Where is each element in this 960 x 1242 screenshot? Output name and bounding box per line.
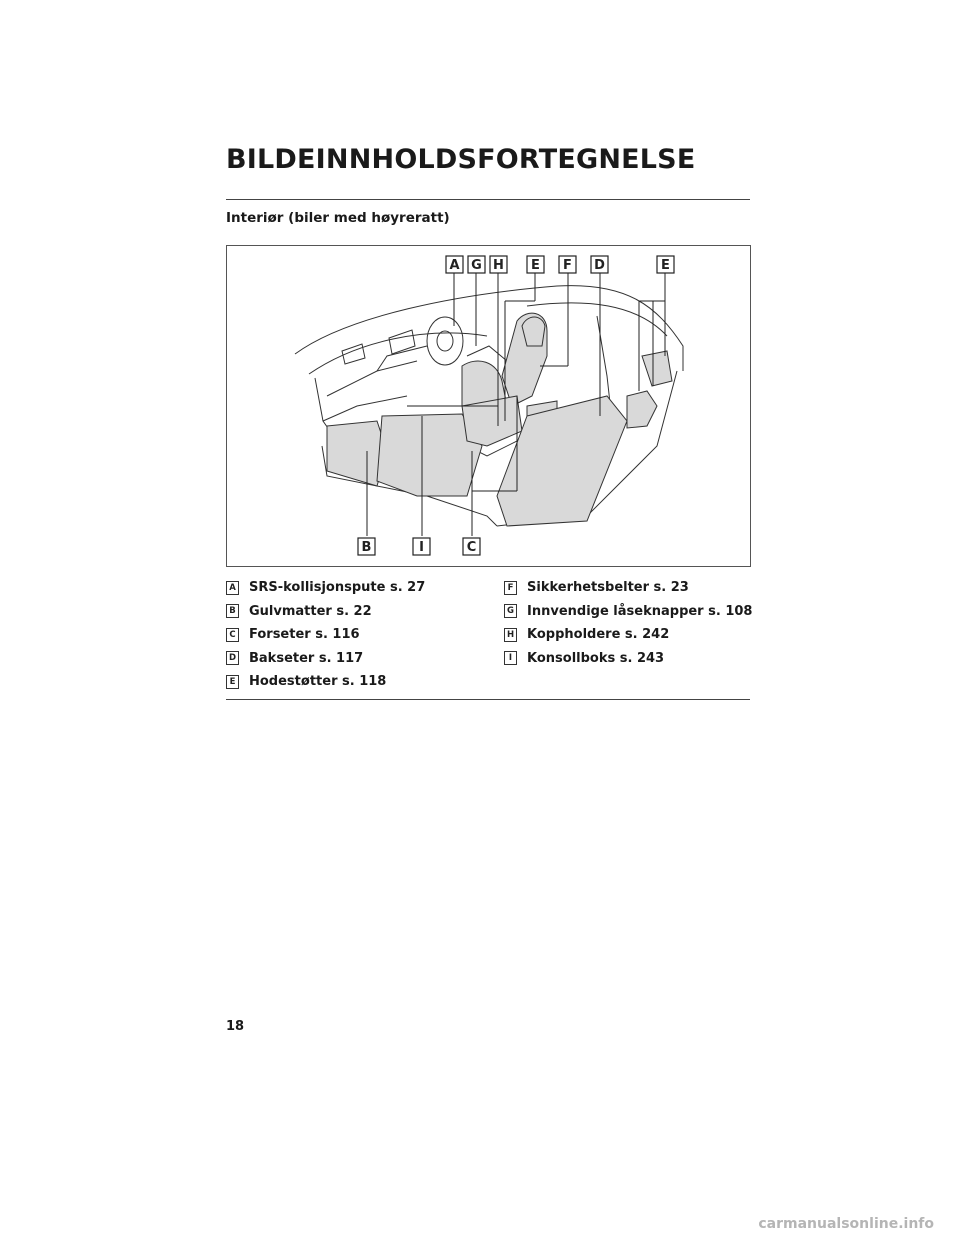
legend-label: SRS-kollisjonspute s. 27 [249,580,426,596]
legend-item: D Bakseter s. 117 [226,647,425,671]
legend-item: G Innvendige låseknapper s. 108 [504,600,752,624]
callout-H: H [489,255,508,274]
svg-text:A: A [449,258,459,273]
callout-I: I [412,537,431,556]
callout-B: B [357,537,376,556]
callout-F: F [558,255,577,274]
callout-D: D [590,255,609,274]
legend-label: Forseter s. 116 [249,627,360,643]
legend-item: A SRS-kollisjonspute s. 27 [226,576,425,600]
rear-seat-back [626,390,658,429]
legend-right: F Sikkerhetsbelter s. 23 G Innvendige låse… [504,576,752,670]
console-box [461,395,523,447]
legend-label: Innvendige låseknapper s. 108 [527,603,753,619]
callout-A: A [445,255,464,274]
legend-badge: H [504,627,517,642]
front-seat-left [376,413,483,497]
legend-badge: I [504,651,517,666]
footer-rule [226,699,750,700]
interior-illustration: A G H E F D E B I C [294,255,684,556]
legend-item: I Konsollboks s. 243 [504,647,752,671]
svg-text:E: E [531,258,540,273]
svg-text:C: C [467,540,477,555]
legend-badge: E [226,674,239,689]
rear-headrest [641,350,673,387]
legend-badge: F [504,580,517,595]
section-title: Interiør (biler med høyreratt) [226,210,450,226]
callout-G: G [467,255,486,274]
legend-badge: C [226,627,239,642]
svg-text:B: B [362,540,372,555]
watermark: carmanualsonline.info [758,1216,934,1232]
legend-label: Bakseter s. 117 [249,650,364,666]
legend-item: C Forseter s. 116 [226,623,425,647]
svg-text:G: G [471,258,482,273]
legend-item: E Hodestøtter s. 118 [226,670,425,694]
svg-text:F: F [563,258,572,273]
rear-seat [496,395,628,527]
callout-E-rear: E [656,255,675,274]
legend-label: Konsollboks s. 243 [527,650,665,666]
legend-badge: D [226,651,239,666]
legend-label: Gulvmatter s. 22 [249,603,372,619]
car-outline [294,285,684,527]
legend-badge: B [226,604,239,619]
legend-label: Sikkerhetsbelter s. 23 [527,580,689,596]
svg-text:H: H [493,258,504,273]
legend-item: H Koppholdere s. 242 [504,623,752,647]
callout-C: C [462,537,481,556]
page-number: 18 [226,1019,245,1034]
svg-text:I: I [419,540,424,555]
legend-item: B Gulvmatter s. 22 [226,600,425,624]
legend-item: F Sikkerhetsbelter s. 23 [504,576,752,600]
leader-lines [366,270,666,536]
header-rule [226,199,750,200]
svg-text:E: E [661,258,670,273]
legend-badge: A [226,580,239,595]
legend-label: Koppholdere s. 242 [527,627,670,643]
legend-label: Hodestøtter s. 118 [249,674,387,690]
front-headrest [521,316,546,347]
interior-figure: A G H E F D E B I C [226,245,751,567]
svg-text:D: D [594,258,605,273]
callout-E-front: E [526,255,545,274]
legend-badge: G [504,604,517,619]
legend-left: A SRS-kollisjonspute s. 27 B Gulvmatter s.… [226,576,425,694]
page-title: BILDEINNHOLDSFORTEGNELSE [226,144,696,175]
